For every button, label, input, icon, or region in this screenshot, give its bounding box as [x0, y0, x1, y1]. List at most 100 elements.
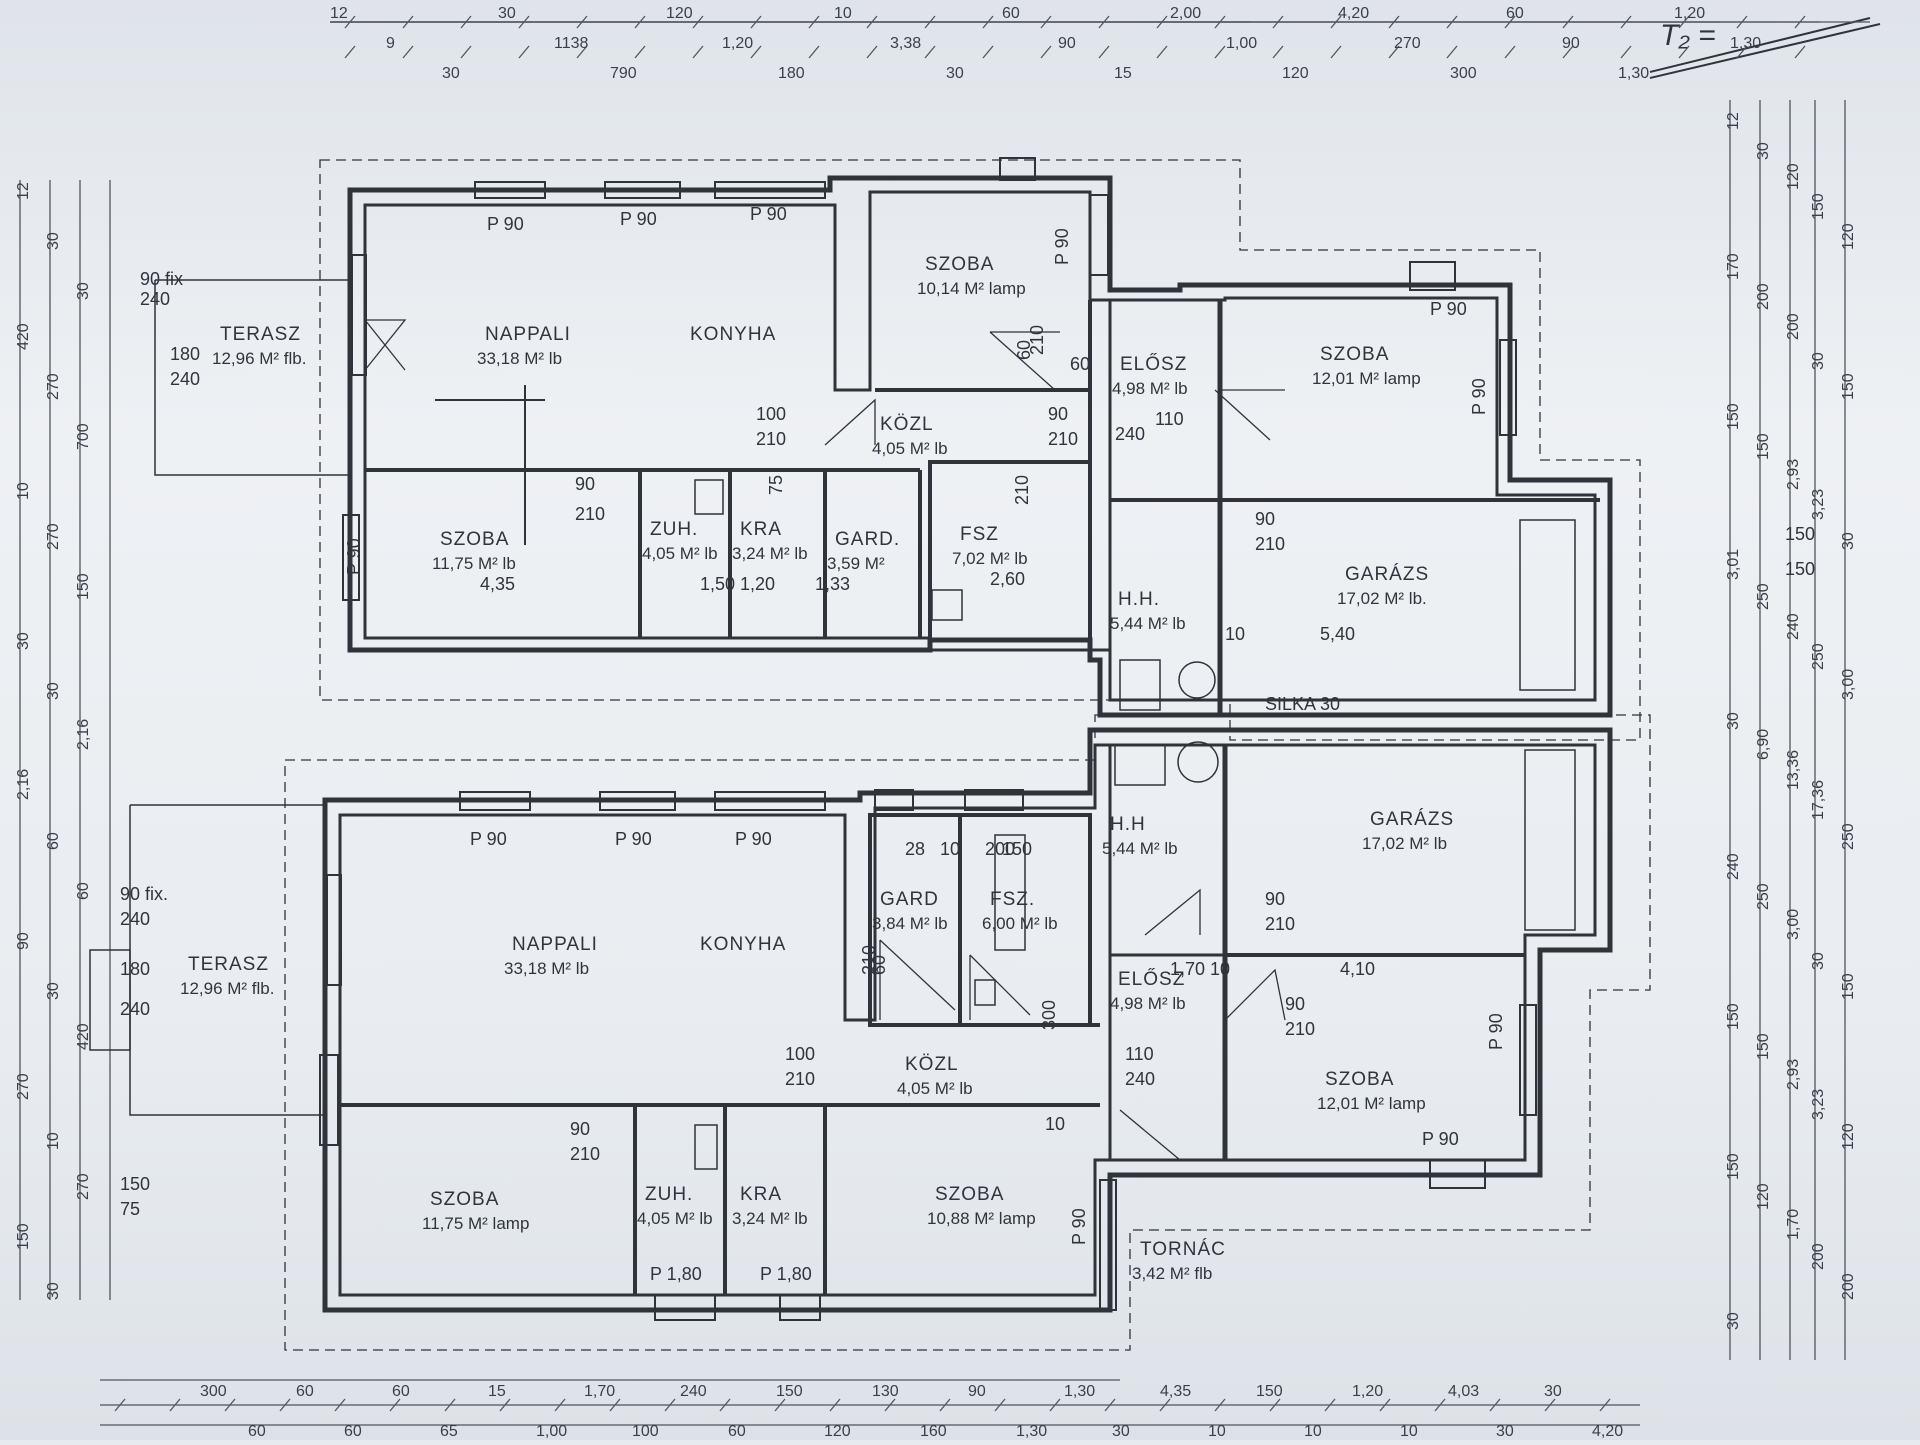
window: [599, 791, 676, 811]
dimension-tick: [1040, 15, 1052, 29]
dimension-label: 120: [1755, 1183, 1772, 1210]
dimension-label: 2,16: [15, 769, 32, 800]
dimension-label: 60: [1002, 5, 1020, 22]
plan-annotation: 150: [1002, 839, 1032, 859]
dimension-label: 2,93: [1785, 459, 1802, 490]
plan-annotation: 210: [1265, 914, 1295, 934]
dimension-label: 12: [15, 182, 32, 200]
room-name: TERASZ: [188, 954, 269, 975]
window: [459, 791, 531, 811]
plan-annotation: P 90: [344, 538, 364, 575]
dimension-label: 10: [15, 482, 32, 500]
window: [342, 514, 360, 601]
dimension-label: 30: [1112, 1423, 1130, 1440]
fixture: [1178, 661, 1216, 699]
window: [964, 789, 1024, 811]
dimension-label: 150: [75, 573, 92, 600]
dimension-label: 1,70: [584, 1383, 615, 1400]
dimension-tick: [609, 1398, 621, 1412]
window: [1519, 1004, 1537, 1116]
room-name: SZOBA: [935, 1184, 1004, 1205]
dimension-label: 30: [75, 282, 92, 300]
window: [351, 254, 367, 376]
window: [779, 1294, 821, 1321]
plan-annotation: 210: [1048, 429, 1078, 449]
dimension-tick: [554, 1398, 566, 1412]
window: [874, 789, 914, 811]
dimension-tick: [460, 15, 472, 29]
window: [1409, 261, 1456, 291]
dimension-label: 1,00: [536, 1423, 567, 1440]
window: [604, 181, 681, 199]
dimension-label: 160: [920, 1423, 947, 1440]
room-area: 3,59 M²: [827, 554, 885, 573]
dimension-label: 60: [1506, 5, 1524, 22]
dimension-label: 90: [968, 1383, 986, 1400]
plan-annotation: P 90: [1069, 1208, 1089, 1245]
dimension-label: 90: [1058, 35, 1076, 52]
dimension-label: 30: [1725, 712, 1742, 730]
dimension-label: 6,90: [1755, 729, 1772, 760]
dimension-tick: [866, 15, 878, 29]
dimension-tick: [1214, 15, 1226, 29]
room-area: 4,98 M² lb: [1112, 379, 1188, 398]
dimension-label: 1,30: [1064, 1383, 1095, 1400]
fixture: [694, 479, 724, 515]
plan-annotation: 4,35: [480, 574, 515, 594]
dimension-tick: [576, 15, 588, 29]
dimension-tick: [1562, 45, 1574, 59]
room-area: 4,05 M² lb: [642, 544, 718, 563]
plan-annotation: 1,33: [815, 574, 850, 594]
dimension-label: 12: [330, 5, 348, 22]
dimension-tick: [224, 1398, 236, 1412]
dimension-label: 250: [1810, 643, 1827, 670]
dimension-label: 60: [296, 1383, 314, 1400]
dimension-tick: [1736, 45, 1748, 59]
plan-annotation: P 1,80: [760, 1264, 812, 1284]
dimension-tick: [1330, 45, 1342, 59]
room-area: 4,98 M² lb: [1110, 994, 1186, 1013]
plan-annotation: 1,70: [1170, 959, 1205, 979]
dimension-tick: [114, 1398, 126, 1412]
dimension-tick: [924, 15, 936, 29]
door-swing: [879, 939, 956, 1020]
plan-annotation: 240: [170, 369, 200, 389]
dimension-label: 150: [1755, 433, 1772, 460]
plan-annotation: 240: [1115, 424, 1145, 444]
room-area: 12,96 M² flb.: [180, 979, 275, 998]
door-swing: [824, 398, 876, 446]
dimension-label: 270: [45, 373, 62, 400]
room-name: GARÁZS: [1370, 809, 1454, 830]
plan-annotation: 5,40: [1320, 624, 1355, 644]
room-area: 11,75 M² lb: [432, 554, 516, 573]
room-name: KRA: [740, 1184, 782, 1205]
upper-unit: [154, 157, 1641, 741]
dimension-label: 1,20: [1674, 5, 1705, 22]
dimension-tick: [402, 45, 414, 59]
plan-annotation: 100: [785, 1044, 815, 1064]
dimension-label: 3,00: [1840, 669, 1857, 700]
dimension-label: 10: [1208, 1423, 1226, 1440]
dimension-label: 200: [1840, 1273, 1857, 1300]
plan-annotation: 10: [940, 839, 960, 859]
room-name: KONYHA: [700, 934, 786, 955]
dimension-label: 420: [15, 323, 32, 350]
dimension-tick: [692, 15, 704, 29]
dimension-tick: [344, 45, 356, 59]
room-name: TORNÁC: [1140, 1239, 1226, 1260]
dimension-label: 150: [1725, 1153, 1742, 1180]
plan-annotation: 210: [570, 1144, 600, 1164]
plan-annotation: 2,60: [990, 569, 1025, 589]
plan-annotation: 240: [140, 289, 170, 309]
dimension-label: 60: [344, 1423, 362, 1440]
dimension-label: 150: [1840, 973, 1857, 1000]
door-swing: [969, 954, 1031, 1020]
dimension-label: 2,00: [1170, 5, 1201, 22]
dimension-tick: [279, 1398, 291, 1412]
fixture: [931, 589, 963, 621]
door-swing: [1224, 968, 1286, 1021]
dimension-label: 4,03: [1448, 1383, 1479, 1400]
